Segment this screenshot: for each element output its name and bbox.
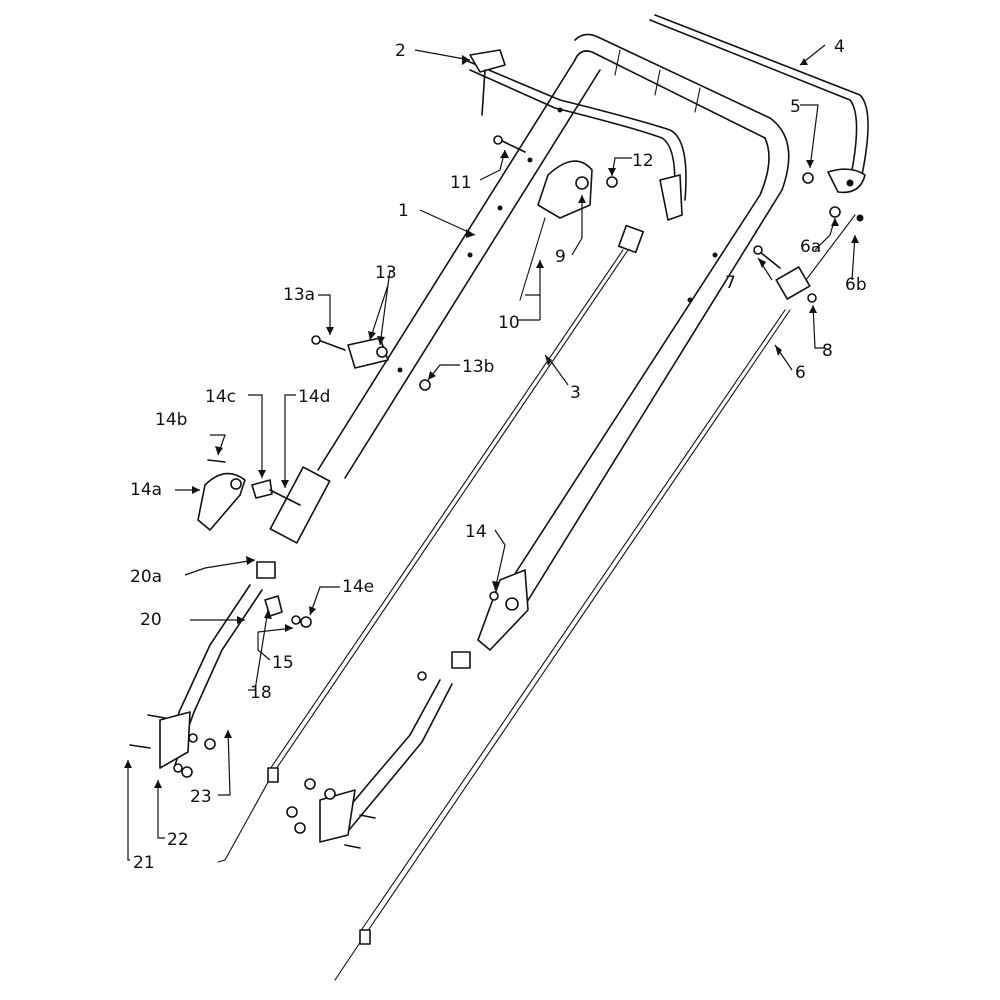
callout-22: 22	[167, 830, 189, 850]
callout-15: 15	[272, 653, 294, 673]
lower-handle-right	[286, 651, 471, 849]
callout-3: 3	[570, 383, 581, 403]
callout-13: 13	[375, 263, 397, 283]
callout-2: 2	[395, 41, 406, 61]
callout-14b: 14b	[155, 410, 187, 430]
callout-9: 9	[555, 247, 566, 267]
callout-14: 14	[465, 522, 487, 542]
callout-21: 21	[133, 853, 155, 873]
callout-8: 8	[822, 341, 833, 361]
callout-11: 11	[450, 173, 472, 193]
callout-1: 1	[398, 201, 409, 221]
upper-handle	[269, 33, 790, 611]
callout-labels: 2 4 5 11 12 1 9 6a 6b 7 13 13a 10 8 13b …	[130, 37, 867, 873]
leader-lines	[124, 44, 859, 861]
callout-18: 18	[250, 683, 272, 703]
part-2-bail	[464, 49, 687, 221]
callout-6b: 6b	[845, 275, 867, 295]
callout-5: 5	[790, 97, 801, 117]
part-9-control-housing	[519, 160, 593, 301]
part-6-cable	[334, 206, 864, 981]
part-14-lever-right	[477, 569, 529, 651]
callout-6a: 6a	[800, 237, 821, 257]
callout-13b: 13b	[462, 357, 494, 377]
callout-14a: 14a	[130, 480, 162, 500]
callout-13a: 13a	[283, 285, 315, 305]
part-20-lower-handle-left	[129, 561, 312, 778]
callout-23: 23	[190, 787, 212, 807]
part-3-cable	[217, 224, 645, 863]
fasteners-upper	[493, 135, 814, 269]
part-4-strip	[649, 14, 869, 194]
part-13-bracket	[311, 335, 431, 391]
callout-12: 12	[632, 151, 654, 171]
part-14a-lever-left	[197, 459, 301, 531]
callout-20a: 20a	[130, 567, 162, 587]
callout-6: 6	[795, 363, 806, 383]
callout-20: 20	[140, 610, 162, 630]
callout-14e: 14e	[342, 577, 374, 597]
callout-10: 10	[498, 313, 520, 333]
callout-14d: 14d	[298, 387, 330, 407]
callout-4: 4	[834, 37, 845, 57]
callout-7: 7	[725, 273, 736, 293]
callout-14c: 14c	[205, 387, 236, 407]
